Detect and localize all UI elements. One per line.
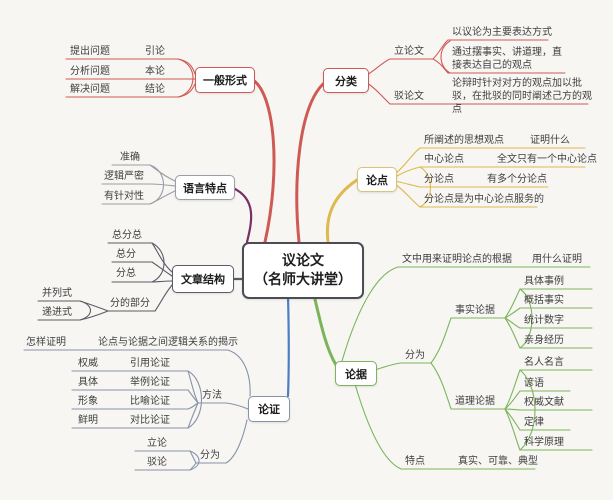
leaf-statistics[interactable]: 统计数字 <box>524 315 564 326</box>
leaf-law[interactable]: 定律 <box>524 417 544 428</box>
leaf-method-trait-concrete[interactable]: 具体 <box>78 377 98 388</box>
node-general-form[interactable]: 一般形式 <box>195 67 255 93</box>
node-language-features[interactable]: 语言特点 <box>175 175 235 200</box>
leaf-scientific-principle[interactable]: 科学原理 <box>524 437 564 448</box>
leaf-raise-problem[interactable]: 提出问题 <box>70 46 110 57</box>
node-argumentation-label: 论证 <box>258 403 280 416</box>
leaf-zong-fen[interactable]: 总分 <box>116 249 136 260</box>
leaf-strict-logic[interactable]: 逻辑严密 <box>104 171 144 182</box>
leaf-method-trait-distinct[interactable]: 鲜明 <box>78 415 98 426</box>
node-argument-point[interactable]: 论点 <box>357 167 397 192</box>
leaf-accurate[interactable]: 准确 <box>120 152 140 163</box>
label-argumentation-types[interactable]: 分为 <box>200 450 220 461</box>
node-language-features-label: 语言特点 <box>183 181 227 195</box>
node-center-topic[interactable]: 议论文 （名师大讲堂） <box>242 242 364 299</box>
node-article-structure[interactable]: 文章结构 <box>172 265 234 293</box>
leaf-refutation-essay[interactable]: 驳论文 <box>394 91 424 102</box>
leaf-fen-zong[interactable]: 分总 <box>116 268 136 279</box>
leaf-sub-point-note[interactable]: 有多个分论点 <box>487 174 547 185</box>
leaf-point-purpose[interactable]: 证明什么 <box>530 135 570 146</box>
leaf-personal-experience[interactable]: 亲身经历 <box>524 335 564 346</box>
leaf-targeted[interactable]: 有针对性 <box>104 191 144 202</box>
leaf-evidence-definition[interactable]: 文中用来证明论点的根据 <box>402 254 512 265</box>
leaf-famous-quote[interactable]: 名人名言 <box>524 357 564 368</box>
leaf-main-body[interactable]: 本论 <box>145 66 165 77</box>
leaf-fen-part[interactable]: 分的部分 <box>110 298 150 309</box>
leaf-theoretical-evidence[interactable]: 道理论据 <box>455 396 495 407</box>
leaf-method-trait-authoritative[interactable]: 权威 <box>78 358 98 369</box>
center-title-line1: 议论文 <box>282 252 324 269</box>
node-evidence-label: 论据 <box>345 367 367 381</box>
leaf-central-point[interactable]: 中心论点 <box>424 154 464 165</box>
leaf-refute-argument[interactable]: 驳论 <box>147 457 167 468</box>
leaf-evidence-purpose[interactable]: 用什么证明 <box>532 254 582 265</box>
leaf-constructive-point-1[interactable]: 以议论为主要表达方式 <box>452 27 552 38</box>
leaf-traits-value[interactable]: 真实、可靠、典型 <box>458 456 538 467</box>
leaf-analyze-problem[interactable]: 分析问题 <box>70 66 110 77</box>
leaf-parallel-style[interactable]: 并列式 <box>42 288 72 299</box>
leaf-refutation-point[interactable]: 论辩时针对对方的观点加以批驳，在批驳的同时阐述己方的观点 <box>452 78 592 115</box>
label-evidence-types[interactable]: 分为 <box>405 350 425 361</box>
label-methods[interactable]: 方法 <box>202 390 222 401</box>
node-classification-label: 分类 <box>335 74 357 88</box>
node-argument-point-label: 论点 <box>366 173 388 187</box>
leaf-conclusion[interactable]: 结论 <box>145 84 165 95</box>
node-article-structure-label: 文章结构 <box>181 273 225 286</box>
leaf-method-trait-vivid[interactable]: 形象 <box>78 396 98 407</box>
leaf-authoritative-literature[interactable]: 权威文献 <box>524 397 564 408</box>
leaf-generalized-fact[interactable]: 概括事实 <box>524 295 564 306</box>
node-argumentation[interactable]: 论证 <box>248 396 290 422</box>
leaf-constructive-essay[interactable]: 立论文 <box>394 46 424 57</box>
center-title-line2: （名师大讲堂） <box>254 271 352 288</box>
leaf-zong-fen-zong[interactable]: 总分总 <box>112 230 142 241</box>
leaf-point-definition[interactable]: 所阐述的思想观点 <box>424 135 504 146</box>
leaf-sub-point[interactable]: 分论点 <box>424 174 454 185</box>
leaf-concrete-example[interactable]: 具体事例 <box>524 276 564 287</box>
leaf-method-quotation[interactable]: 引用论证 <box>130 358 170 369</box>
node-evidence[interactable]: 论据 <box>335 361 377 386</box>
leaf-sub-point-relation[interactable]: 分论点是为中心论点服务的 <box>424 194 544 205</box>
leaf-method-contrast[interactable]: 对比论证 <box>130 415 170 426</box>
leaf-method-metaphor[interactable]: 比喻论证 <box>130 396 170 407</box>
node-classification[interactable]: 分类 <box>323 68 369 93</box>
leaf-factual-evidence[interactable]: 事实论据 <box>455 305 495 316</box>
leaf-establish-argument[interactable]: 立论 <box>147 438 167 449</box>
leaf-central-point-note[interactable]: 全文只有一个中心论点 <box>497 154 597 165</box>
leaf-proverb[interactable]: 谚语 <box>524 378 544 389</box>
node-general-form-label: 一般形式 <box>203 74 247 87</box>
leaf-argumentation-definition[interactable]: 论点与论据之间逻辑关系的揭示 <box>98 337 238 348</box>
leaf-solve-problem[interactable]: 解决问题 <box>70 84 110 95</box>
leaf-method-example[interactable]: 举例论证 <box>130 377 170 388</box>
leaf-introduction[interactable]: 引论 <box>145 46 165 57</box>
leaf-progressive-style[interactable]: 递进式 <box>42 307 72 318</box>
label-evidence-traits[interactable]: 特点 <box>405 456 425 467</box>
leaf-how-to-prove[interactable]: 怎样证明 <box>26 337 66 348</box>
leaf-constructive-point-2[interactable]: 通过摆事实、讲道理，直接表达自己的观点 <box>452 47 562 71</box>
